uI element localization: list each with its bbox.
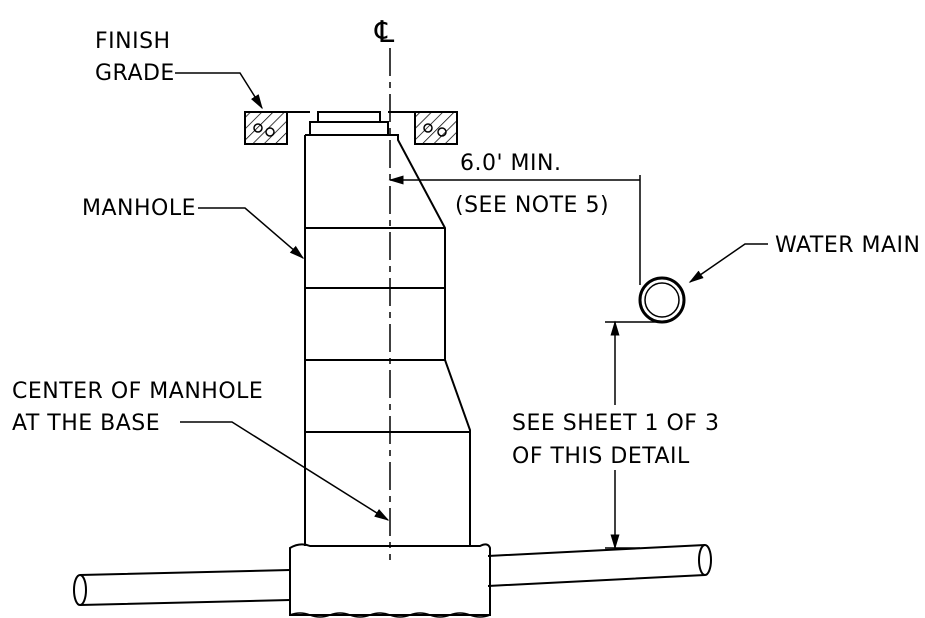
vertical-clearance-dimension: SEE SHEET 1 OF 3 OF THIS DETAIL — [512, 320, 719, 550]
manhole-base — [289, 543, 491, 618]
see-note-label: (SEE NOTE 5) — [455, 193, 609, 218]
at-the-base-label: AT THE BASE — [12, 411, 160, 436]
center-of-manhole-label: CENTER OF MANHOLE — [12, 379, 263, 404]
sewer-pipe — [73, 544, 712, 606]
finish-grade-label-line1: FINISH — [95, 29, 171, 54]
water-main-label: WATER MAIN — [775, 233, 921, 258]
centerline: ℄ — [374, 15, 394, 560]
finish-grade-paving — [244, 111, 458, 145]
centerline-symbol: ℄ — [374, 15, 394, 50]
min-distance-label: 6.0' MIN. — [460, 151, 561, 176]
see-sheet-label: SEE SHEET 1 OF 3 — [512, 411, 719, 436]
manhole-riser — [304, 111, 471, 546]
manhole-label: MANHOLE — [82, 196, 196, 221]
horizontal-clearance-dimension: 6.0' MIN. (SEE NOTE 5) — [388, 151, 641, 285]
this-detail-label: OF THIS DETAIL — [512, 444, 690, 469]
leaders — [175, 72, 768, 521]
finish-grade-label-line2: GRADE — [95, 61, 175, 86]
water-main — [638, 276, 686, 324]
